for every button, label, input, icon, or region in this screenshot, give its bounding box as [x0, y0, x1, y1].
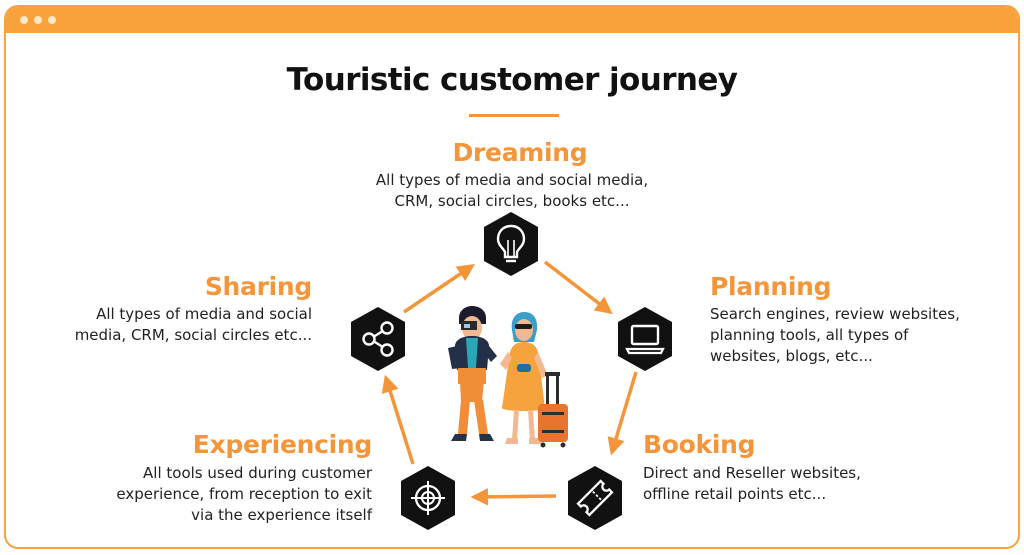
desc-line: Search engines, review websites,: [710, 305, 960, 323]
arrow-booking-to-experiencing: [470, 488, 557, 506]
lightbulb-icon: [484, 212, 538, 276]
desc-line: offline retail points etc...: [643, 485, 827, 503]
stage-title-experiencing: Experiencing: [192, 430, 373, 459]
arrow-planning-to-booking: [607, 371, 638, 456]
desc-line: websites, blogs, etc...: [710, 347, 873, 365]
desc-line: CRM, social circles, books etc...: [394, 192, 630, 210]
target-icon: [401, 466, 455, 530]
suitcase: [538, 372, 568, 448]
share-icon: [351, 307, 405, 371]
arrow-dreaming-to-planning: [543, 260, 613, 315]
desc-line: All types of media and social media,: [375, 171, 649, 189]
stage-title-sharing: Sharing: [204, 272, 312, 301]
man-with-camera: [448, 306, 497, 441]
arrow-sharing-to-dreaming: [403, 264, 475, 314]
stage-desc-planning: Search engines, review websites, plannin…: [710, 304, 960, 367]
stage-title-dreaming: Dreaming: [452, 138, 588, 167]
desc-line: All tools used during customer: [143, 464, 372, 482]
laptop-icon: [618, 307, 672, 371]
stage-desc-sharing: All types of media and social media, CRM…: [75, 304, 312, 346]
ticket-icon: [568, 466, 622, 530]
woman-with-suitcase: [500, 312, 548, 444]
desc-line: experience, from reception to exit: [116, 485, 372, 503]
stage-desc-experiencing: All tools used during customer experienc…: [116, 463, 372, 526]
window-dot: [34, 16, 42, 24]
stage-title-booking: Booking: [643, 430, 756, 459]
window-dot: [48, 16, 56, 24]
stage-desc-dreaming: All types of media and social media, CRM…: [0, 170, 1024, 212]
desc-line: Direct and Reseller websites,: [643, 464, 861, 482]
stage-title-planning: Planning: [710, 272, 832, 301]
window-titlebar: [6, 7, 1018, 33]
browser-frame: [4, 5, 1020, 549]
desc-line: All types of media and social: [96, 305, 312, 323]
stage-desc-booking: Direct and Reseller websites, offline re…: [643, 463, 861, 505]
desc-line: media, CRM, social circles etc...: [74, 326, 312, 344]
window-dot: [20, 16, 28, 24]
page-title: Touristic customer journey: [286, 62, 738, 98]
desc-line: planning tools, all types of: [710, 326, 909, 344]
title-underline: [469, 114, 559, 117]
arrow-experiencing-to-sharing: [381, 374, 415, 465]
desc-line: via the experience itself: [191, 506, 372, 524]
